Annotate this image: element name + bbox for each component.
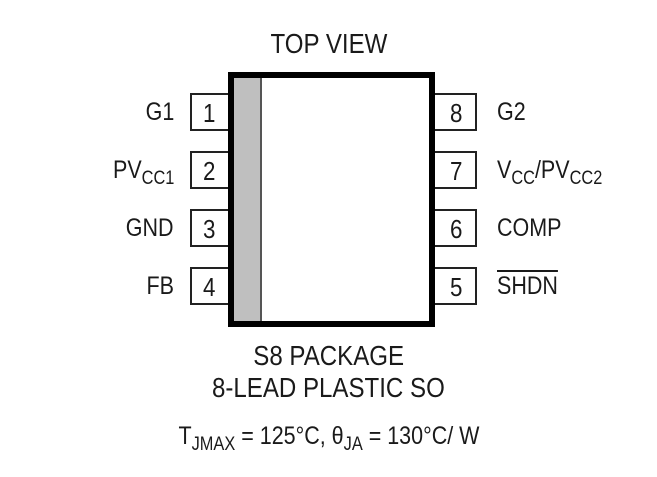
pin1-indicator-stripe [234, 78, 262, 321]
pin-5: 5 [431, 267, 477, 305]
pin-label-g1: G1 [145, 98, 174, 126]
pin-number: 8 [449, 98, 463, 128]
thermal-specs: TJMAX = 125°C, θJA = 130°C/ W [178, 422, 479, 456]
pin-label-comp: COMP [497, 214, 562, 242]
pin-label-g2: G2 [497, 98, 526, 126]
package-description: 8-LEAD PLASTIC SO [212, 372, 445, 403]
pin-label-pvcc1: PVCC1 [112, 156, 174, 190]
pin-8: 8 [431, 93, 477, 131]
pin-1: 1 [190, 93, 232, 131]
pin-3: 3 [190, 209, 232, 247]
active-low-overline: SHDN [497, 272, 558, 300]
pin-6: 6 [431, 209, 477, 247]
pin-7: 7 [431, 151, 477, 189]
pin-number: 4 [202, 272, 216, 302]
package-body [228, 72, 435, 327]
pin-label-vcc-pvcc2: VCC/PVCC2 [497, 156, 603, 190]
pin-label-shdn: SHDN [497, 274, 568, 299]
pin-4: 4 [190, 267, 232, 305]
pin-number: 5 [449, 272, 463, 302]
package-name: S8 PACKAGE [253, 340, 404, 371]
diagram-title: TOP VIEW [270, 28, 387, 59]
pin-2: 2 [190, 151, 232, 189]
pin-number: 1 [202, 98, 216, 128]
pin-number: 2 [202, 156, 216, 186]
pin-label-fb: FB [146, 272, 174, 300]
pin-number: 7 [449, 156, 463, 186]
pin-number: 6 [449, 214, 463, 244]
pin-label-gnd: GND [126, 214, 174, 242]
pin-number: 3 [202, 214, 216, 244]
